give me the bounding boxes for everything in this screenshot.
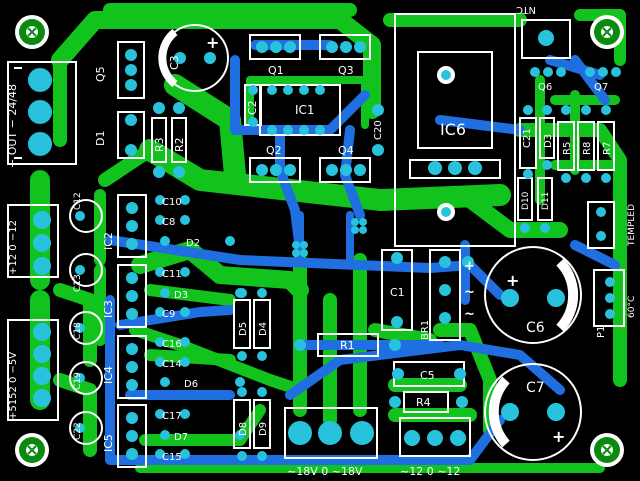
label-p1: P1	[596, 326, 607, 338]
label-temp: 60°C	[627, 296, 637, 318]
c3-plus-sign: +	[206, 33, 219, 52]
label-multi-connector: +5152 0 −5V	[8, 352, 19, 420]
label-c17: C17	[162, 411, 182, 422]
c6-plus-sign: +	[506, 271, 519, 290]
br1-plus-sign: +	[464, 259, 475, 274]
label-r2: R2	[173, 137, 186, 152]
label-d3: D3	[543, 134, 554, 148]
label-q5: Q5	[94, 66, 107, 82]
label-c21: C21	[522, 128, 533, 148]
label-d6: D6	[184, 379, 198, 390]
label-q4: Q4	[338, 144, 354, 157]
label-d2: D2	[186, 238, 200, 249]
label-q1: Q1	[268, 64, 284, 77]
label-c19: C19	[73, 372, 83, 390]
mount-hole-tl	[15, 15, 49, 49]
label-r1: R1	[340, 339, 355, 352]
label-c16: C16	[162, 339, 182, 350]
label-c7: C7	[526, 380, 545, 396]
ic6-bolts	[437, 66, 455, 221]
label-ic3: IC3	[102, 300, 115, 318]
label-d11: D11	[541, 192, 551, 210]
label-d1: D1	[94, 131, 107, 146]
label-r8: R8	[582, 142, 593, 155]
label-c10: C10	[162, 197, 182, 208]
label-c14: C14	[162, 359, 182, 370]
label-c6: C6	[526, 320, 545, 336]
c7-plus-sign: +	[552, 427, 565, 446]
label-q3: Q3	[338, 64, 354, 77]
label-d8: D8	[238, 422, 249, 436]
label-c11: C11	[162, 269, 182, 280]
label-ac12-connector: ~12 0 ~12	[400, 465, 460, 478]
label-out-connector: + OUT − 24/48	[6, 84, 19, 168]
label-ic4: IC4	[102, 366, 115, 384]
label-r3: R3	[153, 137, 166, 152]
label-c3: C3	[168, 55, 181, 70]
mounting-holes	[15, 15, 624, 467]
label-r5: R5	[562, 142, 573, 155]
label-d5: D5	[238, 322, 249, 336]
mount-hole-br	[590, 433, 624, 467]
label-ic5: IC5	[102, 434, 115, 452]
label-c2: C2	[246, 100, 259, 115]
label-pm12-connector: +12 0 −12	[8, 220, 19, 275]
label-c5: C5	[420, 369, 435, 382]
c6-polarity-band	[556, 258, 579, 332]
mount-hole-bl	[15, 433, 49, 467]
label-ic2: IC2	[102, 232, 115, 250]
c3-polarity-band	[158, 28, 178, 88]
label-ic1: IC1	[295, 103, 315, 117]
label-c15: C15	[162, 452, 182, 463]
label-templed: TEMPLED	[627, 204, 637, 247]
c7-polarity-band	[488, 376, 510, 448]
label-ntc: NTC	[516, 4, 536, 15]
label-c1: C1	[390, 286, 405, 299]
label-d9: D9	[258, 422, 269, 436]
label-ic6: IC6	[440, 120, 466, 139]
label-d10: D10	[521, 191, 531, 210]
label-c18: C18	[73, 322, 83, 340]
label-d4: D4	[258, 322, 269, 336]
label-c22: C22	[73, 422, 83, 440]
label-ac18-connector: ~18V 0 ~18V	[287, 465, 363, 478]
label-c20: C20	[373, 120, 384, 140]
label-br1: BR1	[420, 320, 431, 340]
label-c8: C8	[162, 217, 175, 228]
label-q7: Q7	[594, 82, 608, 93]
label-c9: C9	[162, 309, 175, 320]
pads	[28, 30, 621, 461]
label-d3b: D3	[174, 290, 188, 301]
label-r4: R4	[416, 396, 431, 409]
label-d7: D7	[174, 432, 188, 443]
label-q2: Q2	[266, 144, 282, 157]
label-c12: C12	[73, 192, 83, 210]
label-q6: Q6	[538, 82, 552, 93]
br1-tilde-2: ~	[464, 307, 475, 322]
label-c13: C13	[73, 274, 83, 292]
mount-hole-tr	[590, 15, 624, 49]
label-r7: R7	[602, 142, 613, 155]
br1-tilde-1: ~	[464, 285, 475, 300]
